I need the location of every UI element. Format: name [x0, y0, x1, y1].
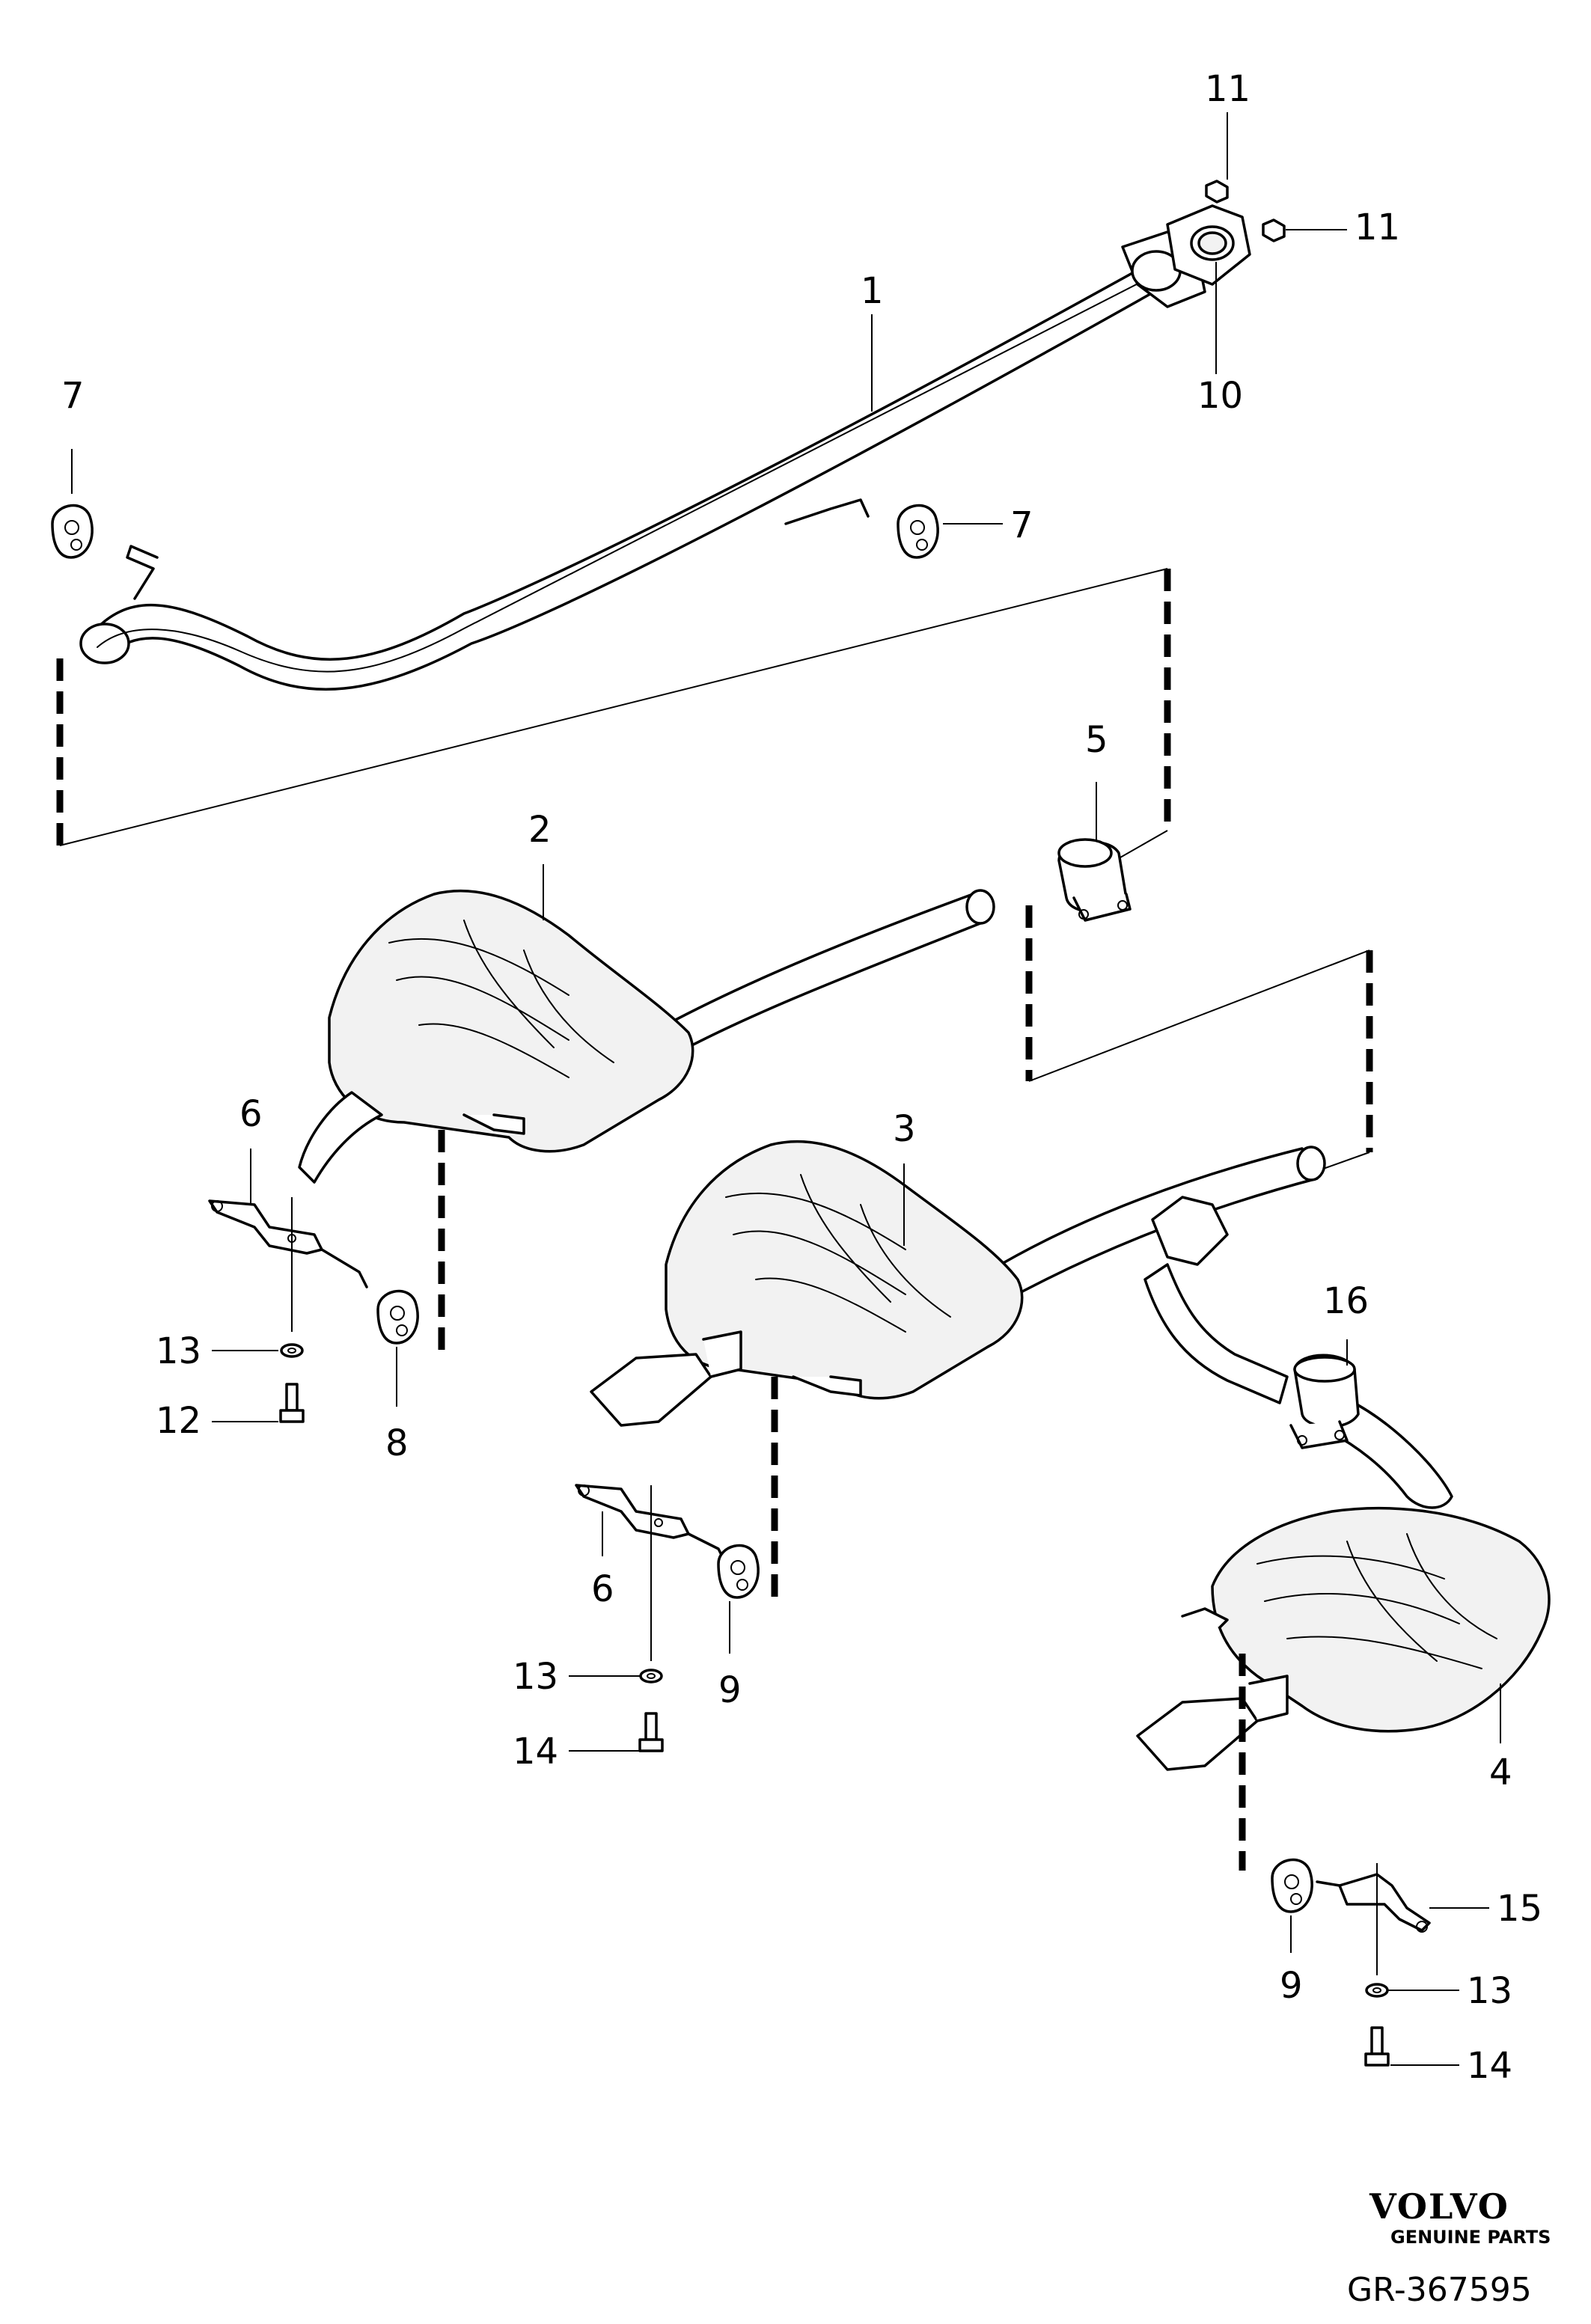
callout-9-right: 9 [1280, 1965, 1303, 2007]
callout-11-right: 11 [1355, 207, 1400, 248]
y-pipe-branch [1143, 1263, 1453, 1509]
callout-16: 16 [1323, 1280, 1369, 1322]
rubber-hanger-9-right [1271, 1858, 1313, 1913]
rubber-hanger-left [51, 504, 94, 559]
nut-upper [1205, 180, 1229, 204]
clamp-16 [1289, 1354, 1360, 1449]
washer-right [1365, 1983, 1389, 1998]
brand-block: VOLVO GENUINE PARTS GR-367595 [1347, 2186, 1551, 2309]
callout-14-center: 14 [513, 1731, 558, 1773]
callout-labels: 1 2 3 4 5 6 6 7 7 8 9 9 10 11 11 12 13 1… [61, 68, 1542, 2087]
washer-center [639, 1669, 663, 1684]
nut-right [1262, 218, 1286, 242]
rubber-hanger-right [897, 504, 939, 559]
callout-4: 4 [1489, 1752, 1512, 1794]
callout-7-right: 7 [1010, 504, 1033, 546]
callout-14-right: 14 [1467, 2045, 1512, 2087]
rear-muffler-left [590, 1140, 1326, 1427]
callout-5: 5 [1085, 719, 1108, 761]
rear-muffler-right [1136, 1506, 1551, 1771]
callout-7-left: 7 [61, 375, 85, 417]
callout-13-center: 13 [513, 1656, 558, 1698]
callout-6-left: 6 [239, 1093, 263, 1135]
volvo-logo-text: VOLVO [1369, 2186, 1509, 2227]
clamp-upper [1057, 838, 1132, 922]
rubber-hanger-8 [376, 1289, 419, 1345]
callout-9-center: 9 [718, 1669, 742, 1711]
leader-lines [71, 112, 1501, 2066]
callout-3: 3 [893, 1108, 916, 1150]
connection-guide-3 [1025, 905, 1373, 1172]
callout-6-center: 6 [591, 1568, 614, 1610]
genuine-parts-text: GENUINE PARTS [1390, 2227, 1551, 2248]
rubber-hanger-9-center [717, 1544, 760, 1599]
bracket-left [208, 1197, 368, 1332]
callout-8: 8 [385, 1422, 409, 1464]
diagram-code: GR-367595 [1347, 2271, 1532, 2309]
bracket-right [1316, 1863, 1431, 1975]
washer-left [280, 1343, 304, 1358]
bolt-14-center [638, 1712, 664, 1752]
callout-15: 15 [1497, 1888, 1542, 1930]
callout-2: 2 [528, 809, 552, 851]
callout-1: 1 [861, 270, 884, 312]
callout-13-left: 13 [156, 1330, 201, 1372]
bolt-12 [279, 1383, 305, 1423]
callout-11-top: 11 [1205, 68, 1250, 110]
callout-12: 12 [156, 1400, 201, 1442]
front-pipe [79, 204, 1251, 691]
callout-10: 10 [1197, 375, 1243, 417]
callout-13-right: 13 [1467, 1970, 1512, 2012]
bolt-14-right [1364, 2026, 1390, 2067]
connection-guide-1 [56, 568, 1171, 861]
center-muffler [298, 889, 995, 1184]
